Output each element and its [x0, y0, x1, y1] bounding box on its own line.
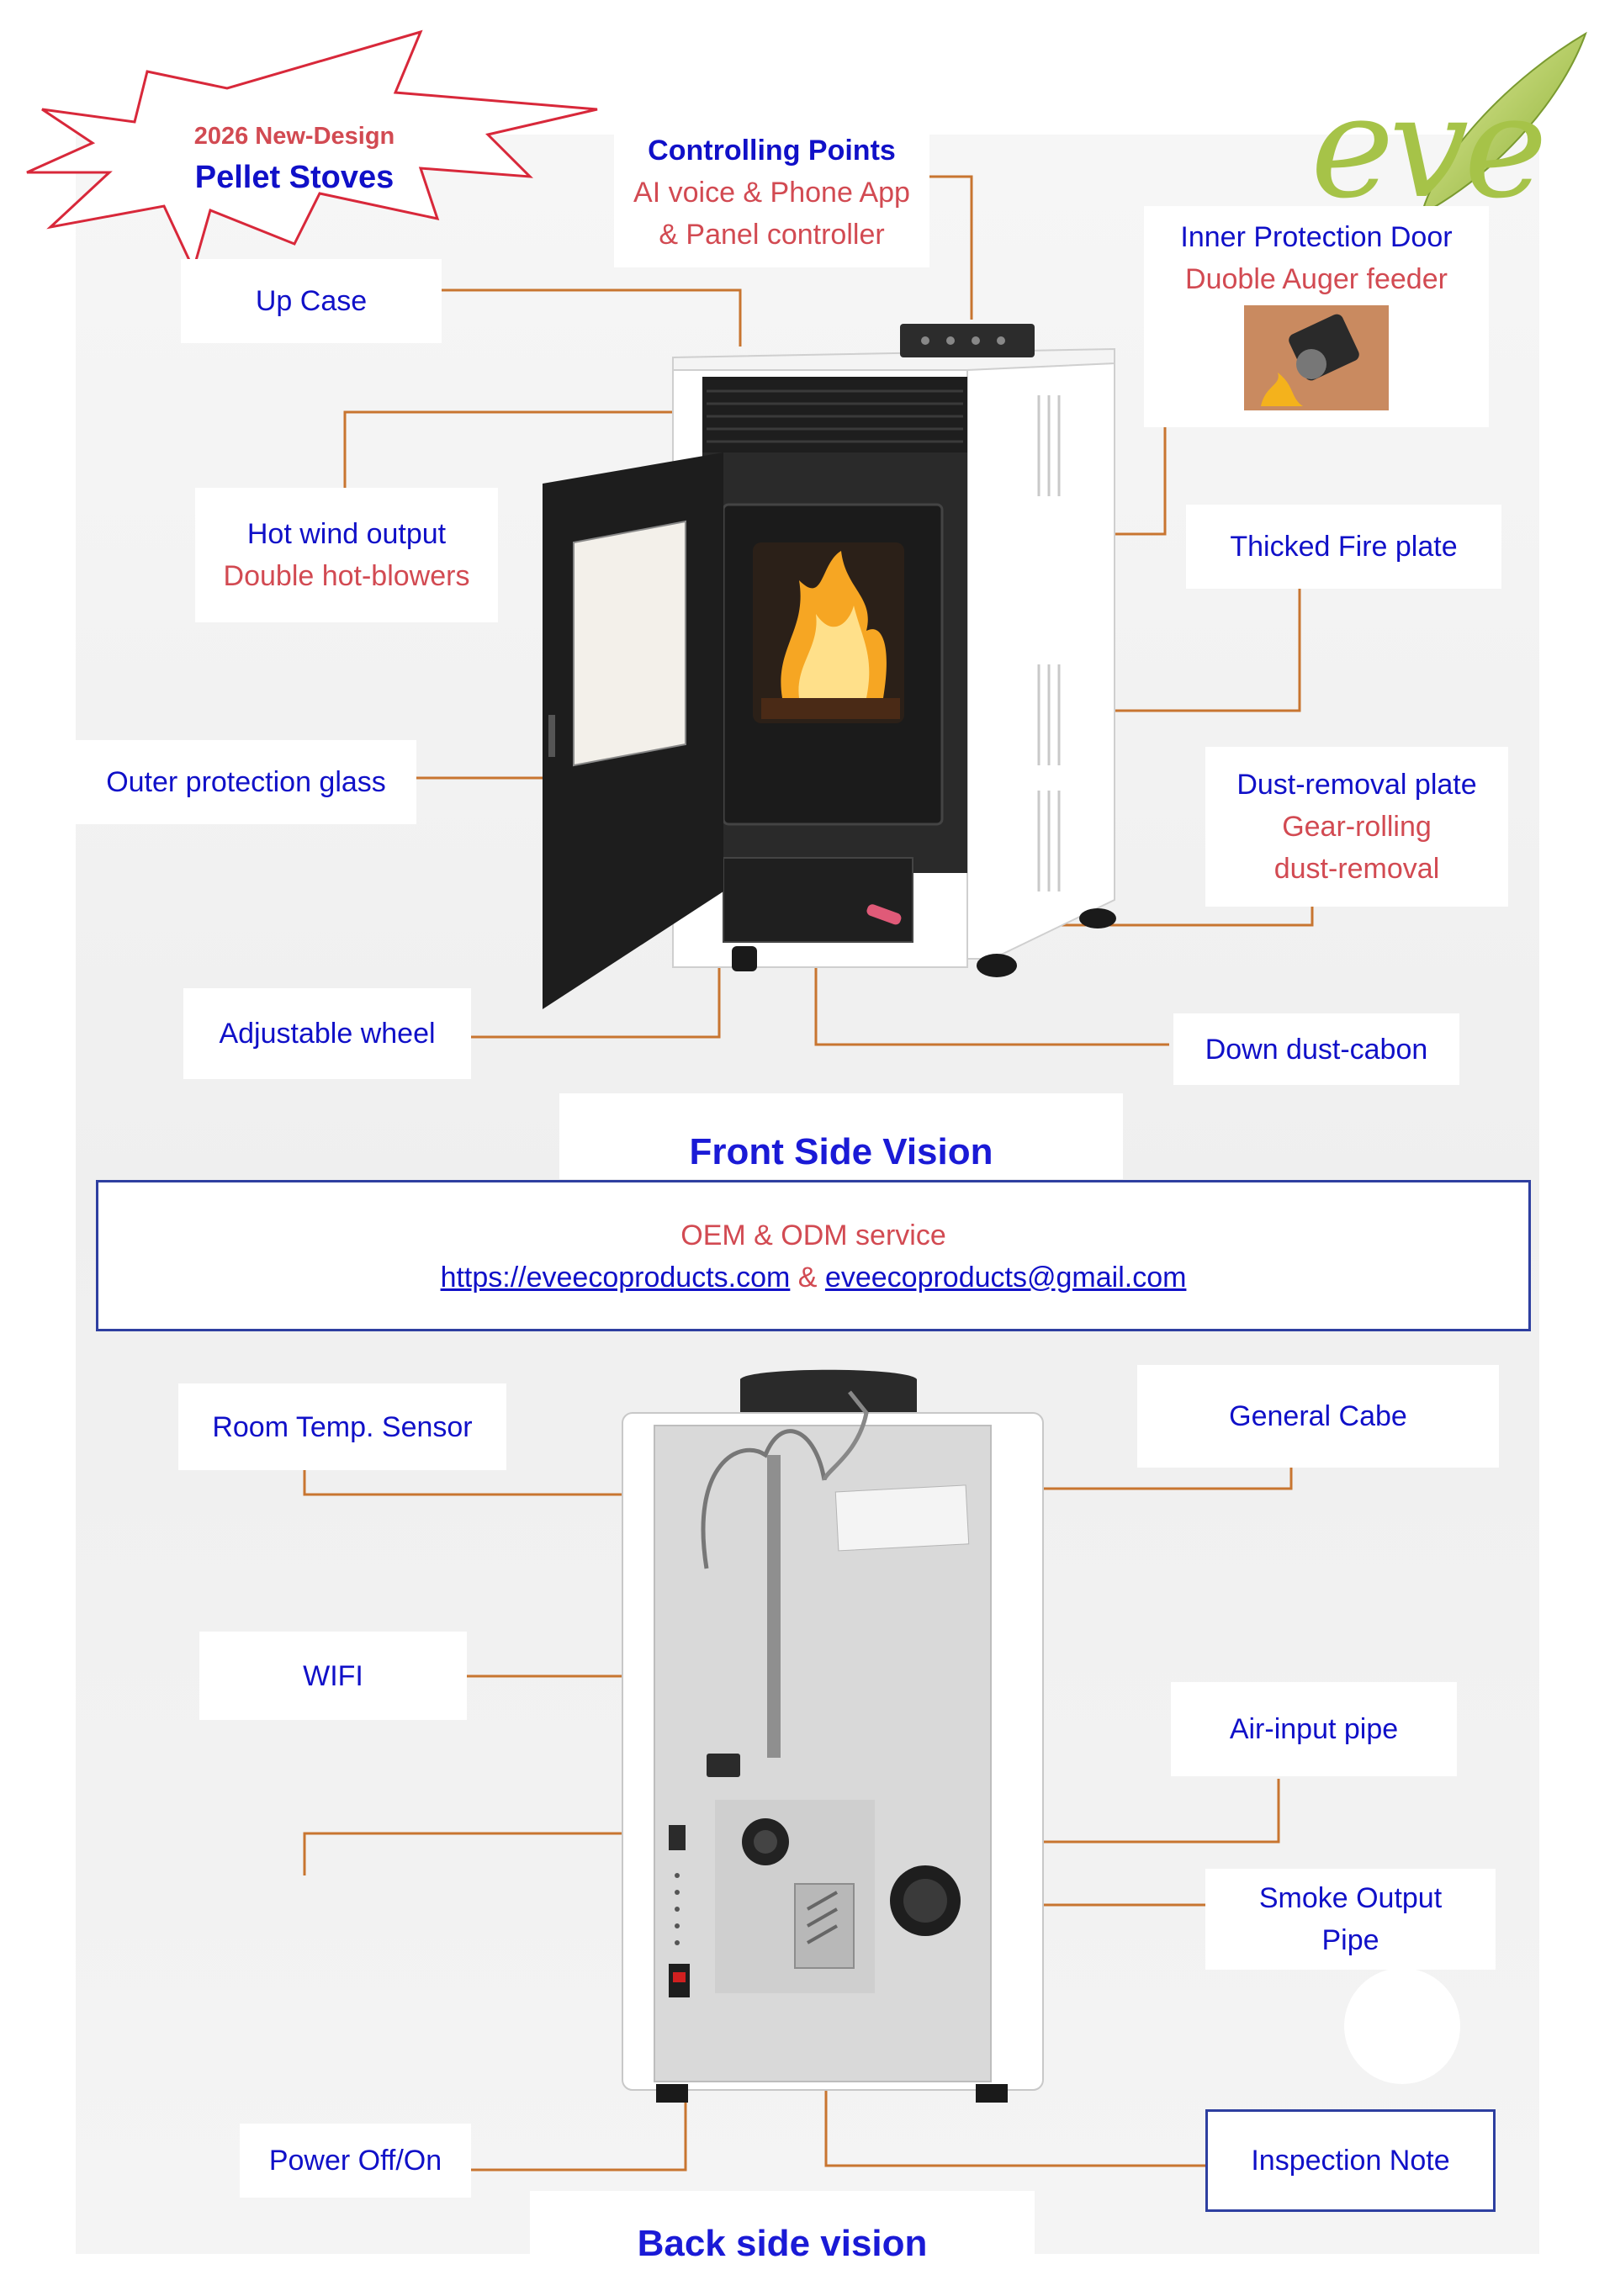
email-link[interactable]: eveecoproducts@gmail.com — [824, 1262, 1187, 1293]
down-dust-cabon-label: Down dust-cabon — [1173, 1013, 1459, 1085]
controlling-line1: AI voice & Phone App — [633, 177, 910, 209]
dust-removal-text: dust-removal — [1273, 853, 1440, 885]
general-cabe-label: General Cabe — [1137, 1365, 1499, 1468]
badge-line2: Pellet Stoves — [194, 160, 394, 195]
badge-line1: 2026 New-Design — [193, 123, 395, 150]
contact-line: https://eveecoproducts.com & eveecoprodu… — [98, 1256, 1528, 1299]
dust-removal-plate-label: Dust-removal plate Gear-rolling dust-rem… — [1205, 747, 1508, 907]
white-blob — [1344, 1968, 1460, 2084]
inner-door-text: Inner Protection Door — [1180, 221, 1453, 253]
front-stove — [543, 324, 1116, 1009]
front-section-title: Front Side Vision — [559, 1093, 1123, 1179]
hot-wind-text: Hot wind output — [246, 518, 447, 550]
outer-glass-label: Outer protection glass — [76, 740, 416, 824]
power-switch-label: Power Off/On — [240, 2124, 471, 2198]
logo-text: eve — [1311, 65, 1548, 230]
smoke-output-pipe-label: Smoke Output Pipe — [1205, 1869, 1496, 1970]
back-stove — [622, 1369, 1044, 2103]
fire-plate-label: Thicked Fire plate — [1186, 505, 1501, 589]
starburst-badge — [26, 29, 598, 273]
badge-text: 2026 New-Design Pellet Stoves — [160, 118, 429, 200]
controlling-line2: & Panel controller — [659, 219, 885, 251]
adjustable-wheel-label: Adjustable wheel — [183, 988, 471, 1079]
room-temp-sensor-label: Room Temp. Sensor — [178, 1383, 506, 1470]
eve-logo: eve — [1295, 25, 1607, 235]
service-box: OEM & ODM service https://eveecoproducts… — [96, 1180, 1531, 1331]
gear-rolling-text: Gear-rolling — [1282, 811, 1432, 843]
inner-protection-door-label: Inner Protection Door Duoble Auger feede… — [1144, 206, 1489, 427]
contact-ampersand: & — [797, 1262, 818, 1293]
hot-blowers-text: Double hot-blowers — [223, 560, 470, 592]
up-case-label: Up Case — [181, 259, 442, 343]
leaf-logo-icon — [1420, 31, 1587, 217]
controlling-title: Controlling Points — [648, 135, 896, 167]
air-input-pipe-label: Air-input pipe — [1171, 1682, 1457, 1776]
dust-plate-text: Dust-removal plate — [1236, 769, 1477, 801]
inspection-note-label: Inspection Note — [1205, 2109, 1496, 2212]
hot-wind-output-label: Hot wind output Double hot-blowers — [195, 488, 498, 622]
smoke-output-line2: Pipe — [1321, 1924, 1379, 1956]
smoke-output-line1: Smoke Output — [1258, 1882, 1443, 1914]
controlling-points-label: Controlling Points AI voice & Phone App … — [614, 118, 929, 267]
auger-feeder-text: Duoble Auger feeder — [1185, 263, 1448, 295]
website-link[interactable]: https://eveecoproducts.com — [440, 1262, 791, 1293]
service-line: OEM & ODM service — [680, 1219, 946, 1251]
auger-feeder-thumbnail — [1244, 305, 1389, 410]
back-section-title: Back side vision — [530, 2191, 1035, 2290]
wifi-label: WIFI — [199, 1632, 467, 1720]
